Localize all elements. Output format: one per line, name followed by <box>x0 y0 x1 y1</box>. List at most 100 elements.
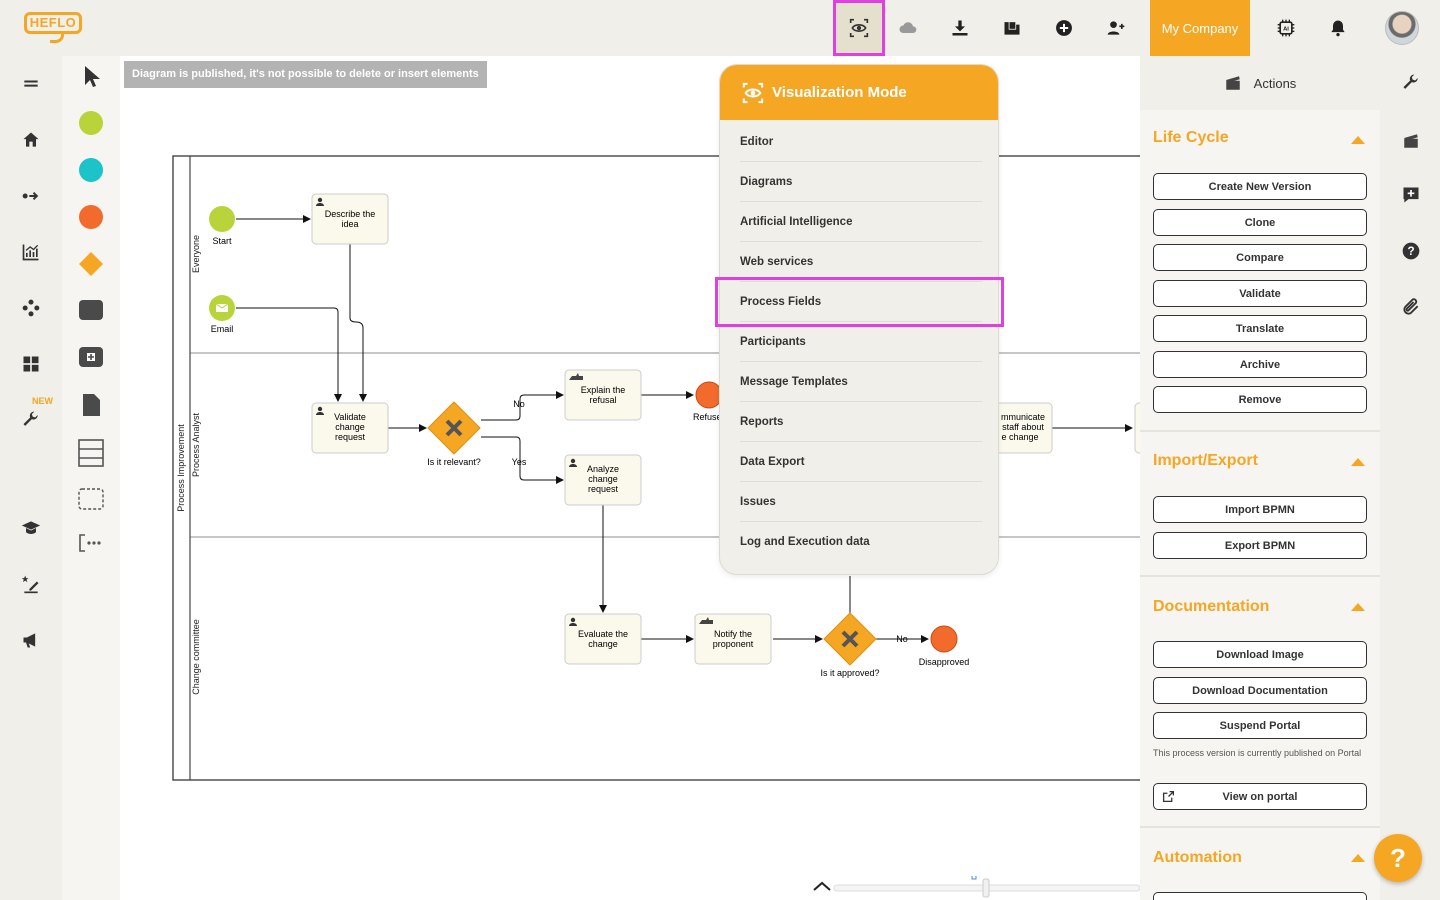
view-on-portal-button[interactable]: View on portal <box>1153 783 1367 810</box>
add-button[interactable] <box>1038 0 1090 56</box>
clone-button[interactable]: Clone <box>1153 209 1367 236</box>
download-icon <box>952 20 968 36</box>
zoom-handle[interactable] <box>982 878 990 898</box>
academy-button[interactable] <box>16 513 46 543</box>
zoom-control[interactable] <box>810 874 1140 900</box>
import-export-collapse-icon[interactable] <box>1351 458 1365 466</box>
home-button[interactable] <box>16 125 46 155</box>
lifecycle-collapse-icon[interactable] <box>1351 136 1365 144</box>
company-button[interactable]: My Company <box>1150 0 1250 56</box>
pointer-tool[interactable] <box>76 61 106 91</box>
task-explain-refusal[interactable]: Explain the refusal <box>564 369 642 421</box>
automation-collapse-icon[interactable] <box>1351 854 1365 862</box>
annotation-tool[interactable] <box>76 528 106 558</box>
folder-button[interactable] <box>986 0 1038 56</box>
user-avatar[interactable] <box>1385 11 1419 45</box>
validate-button[interactable]: Validate <box>1153 280 1367 307</box>
export-bpmn-button[interactable]: Export BPMN <box>1153 532 1367 559</box>
menu-item-diagrams[interactable]: Diagrams <box>740 162 982 202</box>
start-event[interactable] <box>209 206 235 232</box>
new-badge: NEW <box>32 396 53 406</box>
menu-item-participants[interactable]: Participants <box>740 322 982 362</box>
download-button[interactable] <box>934 0 986 56</box>
cloud-button[interactable] <box>882 0 934 56</box>
gateway-tool[interactable] <box>76 249 106 279</box>
actions-side-button[interactable] <box>1400 130 1422 152</box>
compare-button[interactable]: Compare <box>1153 244 1367 271</box>
subprocess-tool[interactable] <box>76 342 106 372</box>
menu-item-log-execution[interactable]: Log and Execution data <box>740 536 870 548</box>
orange-circle-icon <box>79 205 103 229</box>
hamburger-icon <box>24 80 38 87</box>
pool <box>172 155 1140 781</box>
menu-button[interactable] <box>16 69 46 99</box>
pool-lanes-icon <box>78 439 104 467</box>
menu-item-artificial-intelligence[interactable]: Artificial Intelligence <box>740 202 982 242</box>
clapperboard-icon <box>1404 134 1418 148</box>
ai-chip-icon: AI <box>1277 19 1295 37</box>
download-image-button[interactable]: Download Image <box>1153 641 1367 668</box>
svg-text:staff about: staff about <box>1002 422 1044 432</box>
menu-item-process-fields[interactable]: Process Fields <box>740 282 982 322</box>
svg-text:Evaluate the: Evaluate the <box>578 629 628 639</box>
help-side-button[interactable]: ? <box>1400 240 1422 262</box>
ai-button[interactable]: AI <box>1260 0 1312 56</box>
task-next[interactable] <box>1134 402 1140 454</box>
zoom-slider[interactable] <box>810 874 1140 900</box>
import-bpmn-button[interactable]: Import BPMN <box>1153 496 1367 523</box>
suspend-portal-button[interactable]: Suspend Portal <box>1153 712 1367 739</box>
pool-tool[interactable] <box>76 438 106 468</box>
task-describe-idea[interactable]: Describe the idea <box>311 193 389 245</box>
home-icon <box>23 132 39 147</box>
integrations-button[interactable] <box>16 293 46 323</box>
automation-first-button[interactable] <box>1153 892 1367 900</box>
svg-text:proponent: proponent <box>713 639 754 649</box>
tools-button[interactable] <box>16 405 46 435</box>
review-button[interactable] <box>16 569 46 599</box>
menu-item-web-services[interactable]: Web services <box>740 242 982 282</box>
download-documentation-button[interactable]: Download Documentation <box>1153 677 1367 704</box>
announcements-button[interactable] <box>16 625 46 655</box>
menu-item-editor[interactable]: Editor <box>740 122 982 162</box>
svg-text:e change: e change <box>1001 432 1038 442</box>
dashboard-button[interactable] <box>16 349 46 379</box>
lane-label-analyst: Process Analyst <box>191 412 201 477</box>
menu-title: Visualization Mode <box>772 84 907 101</box>
disapproved-end-event[interactable] <box>930 625 958 653</box>
translate-button[interactable]: Translate <box>1153 315 1367 342</box>
task-evaluate-change[interactable]: Evaluate the change <box>564 613 642 665</box>
process-flow-button[interactable] <box>16 181 46 211</box>
create-new-version-button[interactable]: Create New Version <box>1153 173 1367 200</box>
analytics-button[interactable] <box>16 237 46 267</box>
flow-arrow-icon <box>22 191 39 201</box>
data-object-tool[interactable] <box>76 390 106 420</box>
add-user-button[interactable] <box>1090 0 1142 56</box>
attachments-side-button[interactable] <box>1400 296 1422 318</box>
group-tool[interactable] <box>76 484 106 514</box>
menu-item-issues[interactable]: Issues <box>740 482 982 522</box>
gateway-relevant[interactable] <box>427 401 481 455</box>
comments-side-button[interactable] <box>1400 184 1422 206</box>
nodes-icon <box>22 299 40 317</box>
end-event-tool[interactable] <box>76 202 106 232</box>
tools-side-button[interactable] <box>1400 72 1422 94</box>
menu-item-reports[interactable]: Reports <box>740 402 982 442</box>
help-button[interactable]: ? <box>1374 834 1422 882</box>
chevron-up-icon[interactable] <box>813 881 831 891</box>
task-analyze-request[interactable]: Analyze change request <box>564 454 642 506</box>
heflo-logo[interactable]: HEFLO <box>24 12 86 43</box>
documentation-collapse-icon[interactable] <box>1351 603 1365 611</box>
menu-item-message-templates[interactable]: Message Templates <box>740 362 982 402</box>
task-tool[interactable] <box>76 295 106 325</box>
visualization-mode-button[interactable] <box>833 0 885 56</box>
task-validate-request[interactable]: Validate change request <box>311 402 389 454</box>
task-notify-proponent[interactable]: Notify the proponent <box>694 613 772 665</box>
archive-button[interactable]: Archive <box>1153 351 1367 378</box>
portal-status-note: This process version is currently publis… <box>1153 748 1362 758</box>
gateway-approved[interactable] <box>823 612 877 666</box>
menu-item-data-export[interactable]: Data Export <box>740 442 982 482</box>
notifications-button[interactable] <box>1312 0 1364 56</box>
remove-button[interactable]: Remove <box>1153 386 1367 413</box>
intermediate-event-tool[interactable] <box>76 155 106 185</box>
start-event-tool[interactable] <box>76 108 106 138</box>
